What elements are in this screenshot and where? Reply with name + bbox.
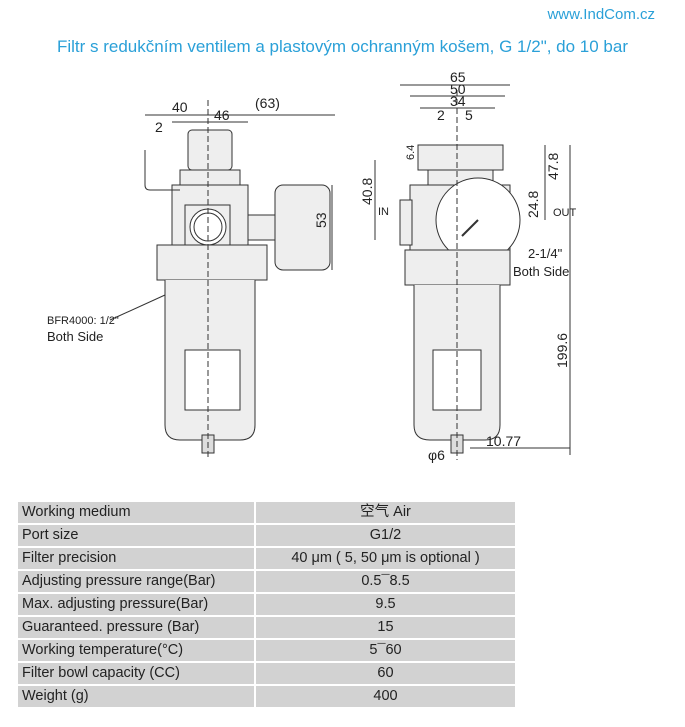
port-side-label: Both Side — [513, 264, 569, 279]
spec-label: Working temperature(°C) — [18, 640, 256, 661]
dim-10.77: 10.77 — [486, 433, 521, 449]
port-size-label: 2-1/4" — [528, 246, 563, 261]
spec-label: Adjusting pressure range(Bar) — [18, 571, 256, 592]
dim-24.8: 24.8 — [525, 191, 541, 218]
out-label: OUT — [553, 207, 577, 219]
spec-row: Weight (g)400 — [18, 686, 515, 707]
spec-label: Filter precision — [18, 548, 256, 569]
dim-phi6: φ6 — [428, 447, 445, 463]
spec-value: 5¯60 — [256, 640, 515, 661]
port-note-side: Both Side — [47, 329, 103, 344]
left-view: 40 46 (63) 2 53 BFR4000: 1/2" Both Side — [47, 95, 335, 460]
spec-label: Max. adjusting pressure(Bar) — [18, 594, 256, 615]
spec-row: Guaranteed. pressure (Bar)15 — [18, 617, 515, 638]
spec-value: 40 μm ( 5, 50 μm is optional ) — [256, 548, 515, 569]
spec-row: Filter bowl capacity (CC)60 — [18, 663, 515, 684]
spec-label: Guaranteed. pressure (Bar) — [18, 617, 256, 638]
spec-row: Adjusting pressure range(Bar)0.5¯8.5 — [18, 571, 515, 592]
spec-row: Working temperature(°C)5¯60 — [18, 640, 515, 661]
dim-2-right: 2 — [437, 107, 445, 123]
spec-label: Filter bowl capacity (CC) — [18, 663, 256, 684]
spec-value: 空气 Air — [256, 502, 515, 523]
dim-50: 50 — [450, 81, 466, 97]
page-title: Filtr s redukčním ventilem a plastovým o… — [56, 37, 629, 56]
dim-53: 53 — [313, 212, 329, 228]
dim-6.4: 6.4 — [405, 145, 417, 160]
in-label: IN — [378, 206, 389, 218]
dim-199.6: 199.6 — [554, 333, 570, 368]
dim-46: 46 — [214, 107, 230, 123]
spec-label: Weight (g) — [18, 686, 256, 707]
spec-value: 9.5 — [256, 594, 515, 615]
website-url[interactable]: www.IndCom.cz — [547, 6, 655, 23]
right-view: 65 50 34 2 5 6.4 40.8 47.8 24.8 199.6 10… — [359, 69, 577, 463]
spec-row: Max. adjusting pressure(Bar)9.5 — [18, 594, 515, 615]
dim-5: 5 — [465, 107, 473, 123]
spec-value: 15 — [256, 617, 515, 638]
dim-65: 65 — [450, 69, 466, 85]
dim-63: (63) — [255, 95, 280, 111]
port-note-model: BFR4000: 1/2" — [47, 315, 119, 327]
spec-value: 400 — [256, 686, 515, 707]
spec-label: Working medium — [18, 502, 256, 523]
spec-value: G1/2 — [256, 525, 515, 546]
spec-value: 60 — [256, 663, 515, 684]
dim-2: 2 — [155, 119, 163, 135]
dim-40: 40 — [172, 99, 188, 115]
dim-47.8: 47.8 — [545, 153, 561, 180]
spec-label: Port size — [18, 525, 256, 546]
technical-drawing: 40 46 (63) 2 53 BFR4000: 1/2" Both Side … — [47, 69, 577, 463]
dim-40.8: 40.8 — [359, 178, 375, 205]
spec-value: 0.5¯8.5 — [256, 571, 515, 592]
dim-34: 34 — [450, 93, 466, 109]
